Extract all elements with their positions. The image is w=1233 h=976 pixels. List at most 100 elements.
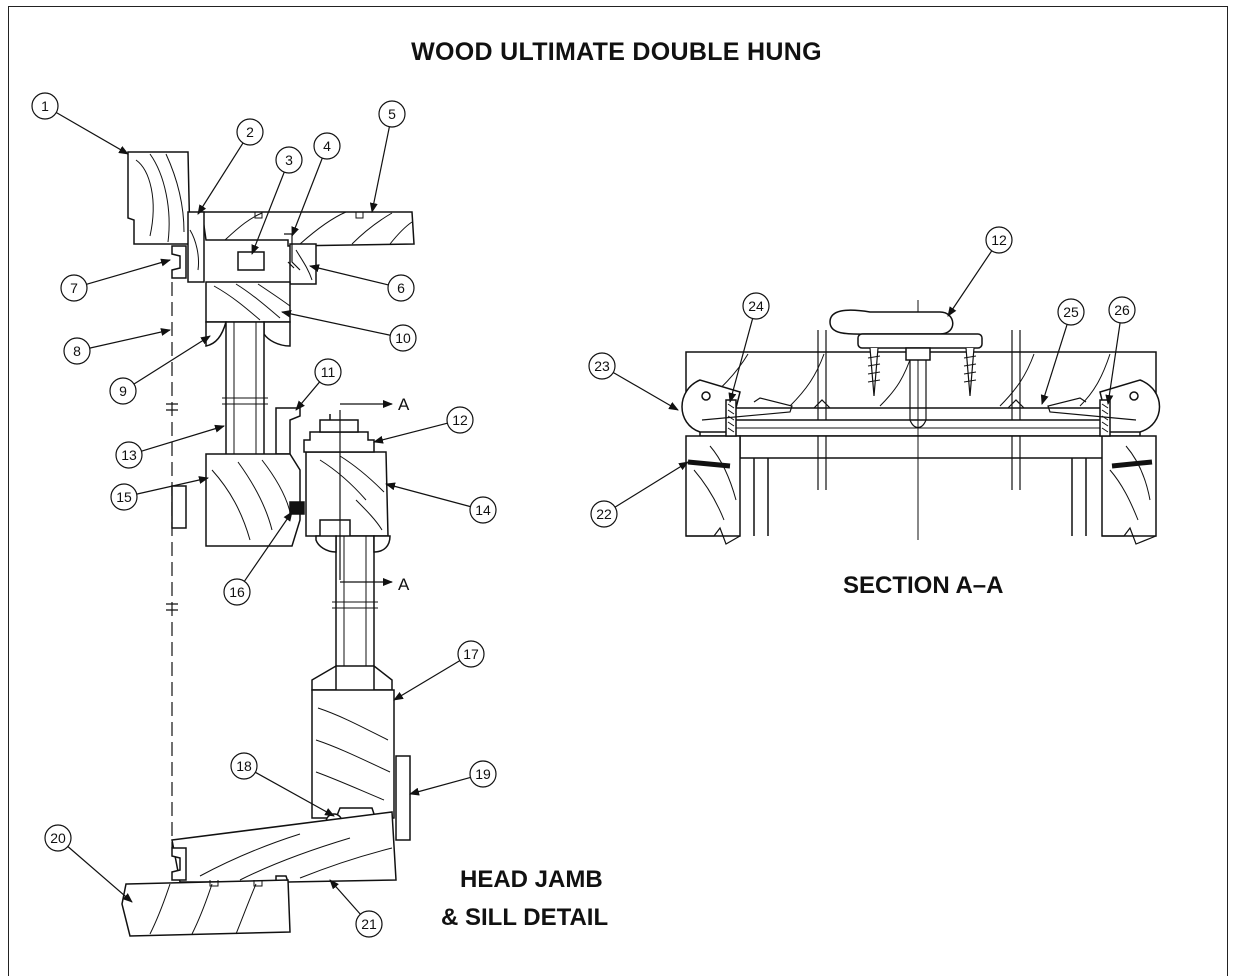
callout-leaders — [55, 111, 1121, 915]
lower-insulated-glass — [332, 535, 378, 667]
callout-circle-25 — [1057, 298, 1085, 326]
callout-circle-10 — [389, 324, 417, 352]
upper-insulated-glass — [222, 321, 268, 473]
leader-line-18 — [255, 771, 335, 817]
callout-number-14: 14 — [475, 502, 491, 518]
lower-sash-check-rail — [305, 451, 389, 537]
lock-keeper — [275, 407, 301, 455]
callout-circle-6 — [387, 274, 415, 302]
callout-number-2: 2 — [246, 124, 254, 140]
section-marker-bottom: A — [398, 575, 410, 594]
callout-number-25: 25 — [1063, 304, 1079, 320]
leader-line-6 — [309, 264, 389, 286]
callout-circle-5 — [378, 100, 406, 128]
callout-number-23: 23 — [594, 358, 610, 374]
callout-circle-26 — [1108, 296, 1136, 324]
callout-circle-24 — [742, 292, 770, 320]
leader-line-5 — [369, 126, 390, 213]
callout-number-16: 16 — [229, 584, 245, 600]
parting-stop — [284, 233, 317, 285]
callout-circle-18 — [230, 752, 258, 780]
leader-line-25 — [1040, 324, 1068, 405]
leader-line-21 — [329, 879, 361, 915]
callout-number-12: 12 — [452, 412, 468, 428]
head-caption-line1: HEAD JAMB — [460, 866, 603, 893]
leader-line-1 — [55, 111, 129, 155]
sill — [171, 811, 397, 883]
callout-circle-20 — [44, 824, 72, 852]
callout-circle-13 — [115, 441, 143, 469]
upper-sash-top-rail — [205, 281, 291, 323]
callout-circle-11 — [314, 358, 342, 386]
head-caption-line2: & SILL DETAIL — [441, 904, 609, 931]
leader-line-10 — [281, 309, 391, 336]
callout-number-20: 20 — [50, 830, 66, 846]
leader-line-16 — [243, 511, 293, 582]
leader-line-20 — [67, 846, 133, 903]
leader-line-3 — [251, 171, 285, 255]
callout-circle-16 — [223, 578, 251, 606]
interlock-weatherstrip — [289, 501, 305, 515]
callout-circle-14 — [469, 496, 497, 524]
callout-circle-4 — [313, 132, 341, 160]
sill-stop — [395, 755, 411, 841]
left-tilt-latch — [681, 379, 793, 437]
callout-number-9: 9 — [119, 383, 127, 399]
callout-number-13: 13 — [121, 447, 137, 463]
blind-stop — [187, 211, 205, 283]
upper-sash-bottom-rail — [205, 453, 301, 547]
interior-casing — [127, 151, 191, 245]
head-jamb-sill-detail — [121, 151, 415, 937]
callout-number-11: 11 — [321, 364, 336, 380]
callout-circle-8 — [63, 337, 91, 365]
callout-circle-19 — [469, 760, 497, 788]
exterior-trim-clip — [171, 245, 187, 279]
callout-circle-22 — [590, 500, 618, 528]
callout-number-10: 10 — [395, 330, 411, 346]
leader-line-14 — [385, 482, 471, 508]
leader-line-7 — [86, 258, 171, 285]
leader-line-23 — [612, 371, 679, 411]
sheet-border — [8, 6, 1228, 976]
glazing-bead — [205, 321, 227, 347]
callout-number-17: 17 — [463, 646, 479, 662]
sash-lock — [303, 414, 375, 453]
section-marker-top: A — [398, 395, 410, 414]
leader-line-15 — [136, 476, 209, 495]
leader-line-26 — [1105, 322, 1121, 405]
section-sash-lock — [829, 309, 983, 429]
callout-number-7: 7 — [70, 280, 78, 296]
callout-number-15: 15 — [116, 489, 132, 505]
weatherstrip — [237, 251, 265, 271]
section-caption: SECTION A–A — [843, 572, 1004, 599]
leader-line-2 — [197, 142, 244, 215]
leader-line-4 — [291, 157, 323, 237]
drawing-title: WOOD ULTIMATE DOUBLE HUNG — [411, 38, 822, 66]
right-tilt-latch — [1047, 379, 1161, 437]
callout-number-19: 19 — [475, 766, 491, 782]
leader-line-11 — [295, 381, 321, 411]
callout-circle-17 — [457, 640, 485, 668]
leader-line-9 — [133, 335, 211, 385]
leader-line-24 — [728, 318, 754, 403]
callout-circle-7 — [60, 274, 88, 302]
callout-circle-12 — [446, 406, 474, 434]
interior-stool — [121, 879, 291, 937]
callout-number-1: 1 — [41, 98, 49, 114]
callout-number-8: 8 — [73, 343, 81, 359]
callout-circle-21 — [355, 910, 383, 938]
callout-circle-12 — [985, 226, 1013, 254]
callout-number-6: 6 — [397, 280, 405, 296]
callout-number-21: 21 — [361, 916, 377, 932]
callout-number-3: 3 — [285, 152, 293, 168]
leader-line-13 — [141, 424, 225, 452]
lower-sash-bottom-rail — [311, 689, 395, 821]
head-jamb — [201, 211, 415, 247]
callout-circle-23 — [588, 352, 616, 380]
callout-number-26: 26 — [1114, 302, 1130, 318]
leader-line-8 — [89, 328, 171, 349]
callout-circle-1 — [31, 92, 59, 120]
